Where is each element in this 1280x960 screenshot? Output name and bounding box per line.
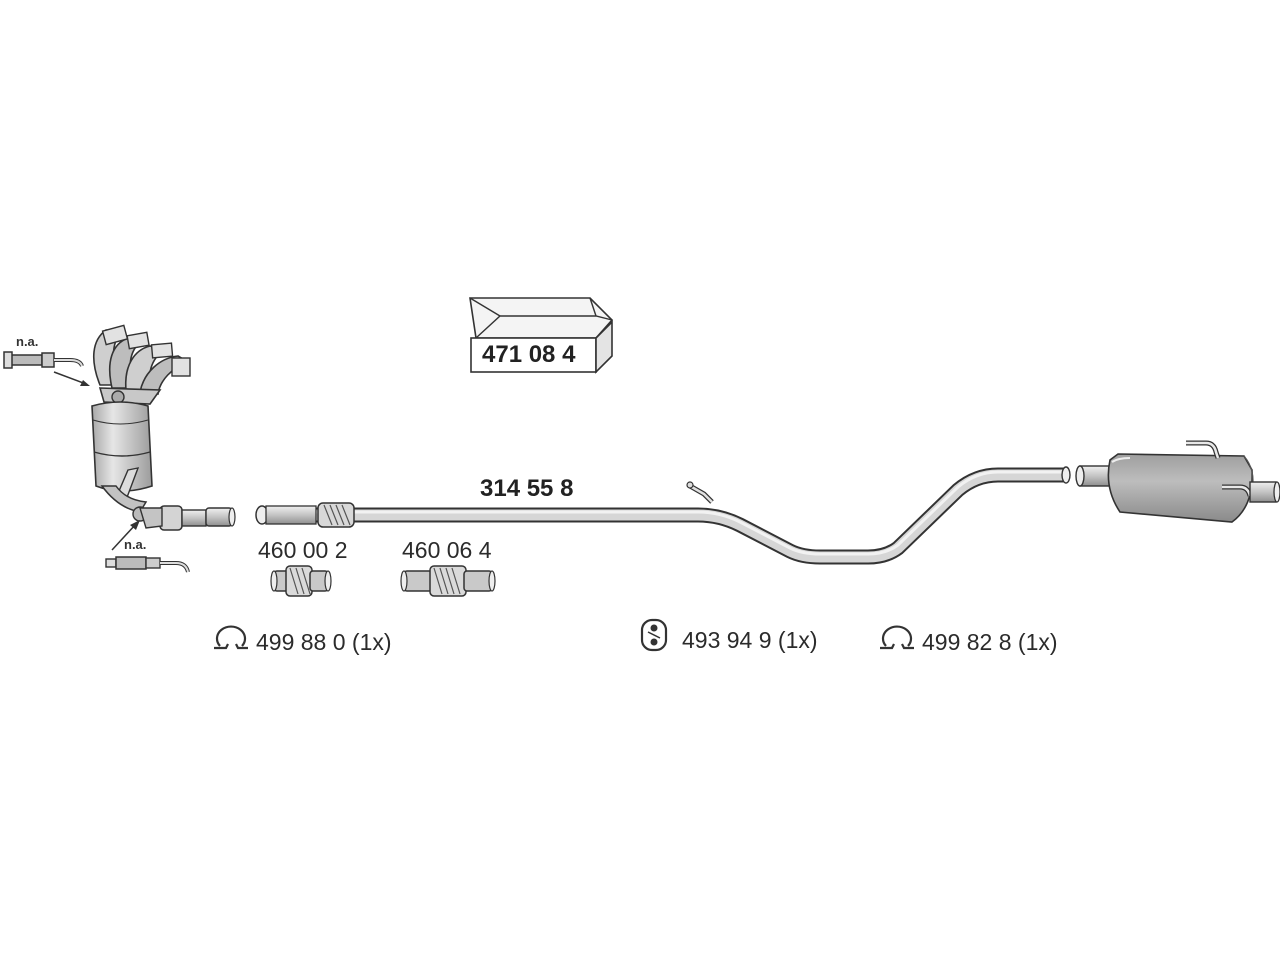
- na-label-bottom: n.a.: [124, 537, 147, 552]
- na-label-top: n.a.: [16, 334, 39, 349]
- clamp-right-icon[interactable]: [880, 625, 914, 650]
- flex-short-label: 460 00 2: [258, 537, 348, 563]
- clamp-right-label: 499 82 8 (1x): [922, 629, 1058, 655]
- flex-pipe-short[interactable]: [270, 565, 332, 597]
- clamp-left-label: 499 88 0 (1x): [256, 629, 392, 655]
- oxygen-sensor-top[interactable]: [3, 351, 84, 369]
- pointer-arrow-bottom: [111, 520, 140, 551]
- clamp-left-icon[interactable]: [214, 625, 248, 650]
- middle-pipe-label: 314 55 8: [480, 475, 574, 502]
- rubber-hanger-icon[interactable]: [640, 618, 668, 652]
- kit-box-label: 471 08 4: [482, 341, 576, 368]
- kit-box[interactable]: [469, 297, 614, 374]
- rear-muffler[interactable]: [1075, 440, 1280, 523]
- pointer-arrow-top: [53, 371, 90, 386]
- hanger-label: 493 94 9 (1x): [682, 627, 818, 653]
- flex-pipe-long[interactable]: [400, 565, 496, 597]
- flex-long-label: 460 06 4: [402, 537, 492, 563]
- manifold-catalytic-converter[interactable]: [91, 324, 236, 531]
- middle-pipe[interactable]: [255, 466, 1071, 565]
- oxygen-sensor-bottom[interactable]: [105, 556, 190, 573]
